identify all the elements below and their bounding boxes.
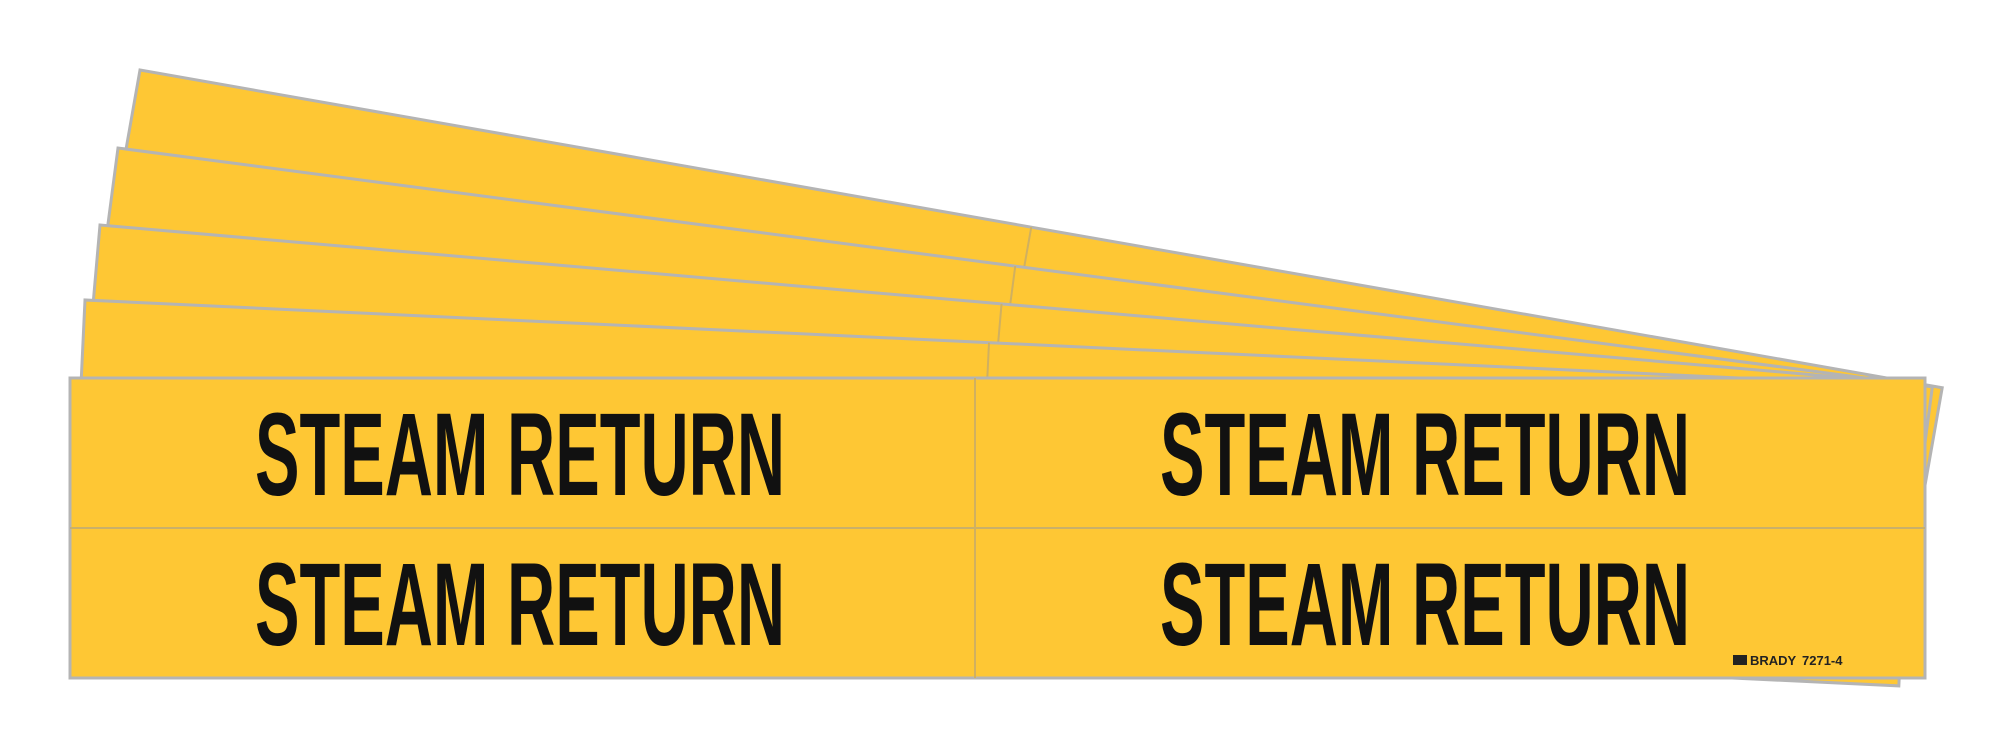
brand-name: BRADY (1750, 653, 1797, 668)
marker-text: STEAM RETURN (255, 389, 785, 521)
brady-logo-icon (1733, 655, 1747, 665)
part-number: 7271-4 (1802, 653, 1843, 668)
marker-text: STEAM RETURN (1160, 389, 1690, 521)
marker-text: STEAM RETURN (255, 539, 785, 671)
front-marker-card: STEAM RETURN STEAM RETURN STEAM RETURN S… (68, 376, 1927, 680)
marker-text: STEAM RETURN (1160, 539, 1690, 671)
